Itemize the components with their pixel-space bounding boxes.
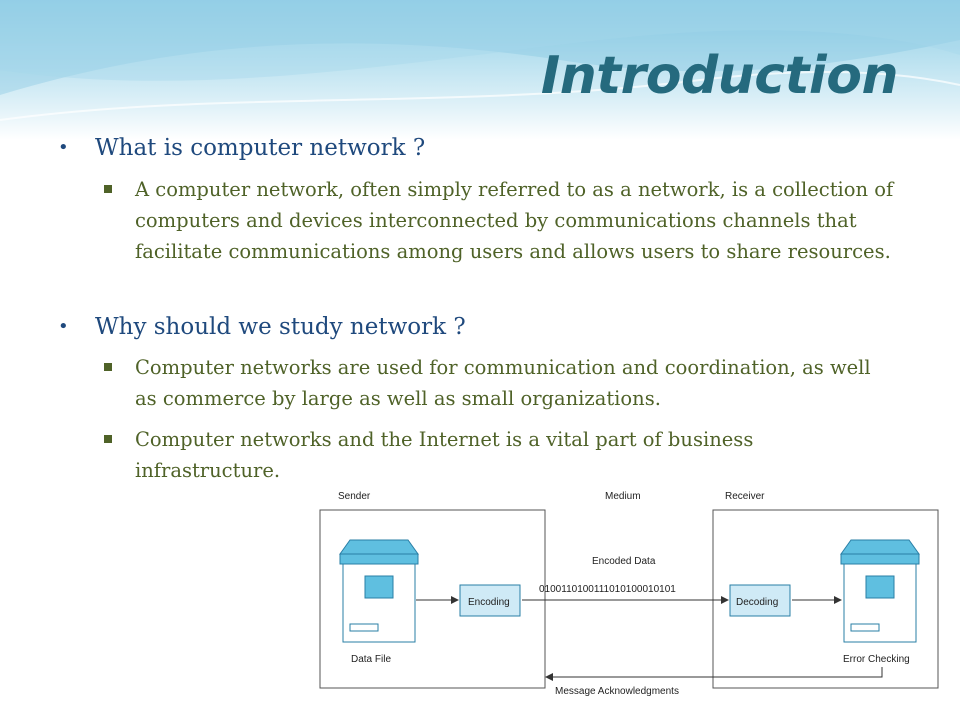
square-bullet-icon: [104, 185, 112, 193]
sub-bullet-infrastructure: Computer networks and the Internet is a …: [104, 424, 895, 486]
decoding-label: Decoding: [736, 597, 778, 608]
sender-label: Sender: [338, 491, 371, 502]
header-band: [0, 0, 960, 140]
bit-string: 01001101001110101000101​01: [539, 584, 676, 595]
bullet-what-is-network: • What is computer network ?: [58, 133, 426, 163]
receiver-computer-icon: [840, 539, 920, 643]
data-file-label: Data File: [351, 654, 391, 665]
square-bullet-icon: [104, 363, 112, 371]
bullet-dot: •: [58, 137, 69, 158]
sub-bullet-definition: A computer network, often simply referre…: [104, 174, 895, 267]
square-bullet-icon: [104, 435, 112, 443]
header-wave-decoration: [0, 0, 960, 121]
sender-computer-icon: [339, 539, 419, 643]
receiver-box: [712, 509, 939, 689]
sub-bullet-text: A computer network, often simply referre…: [135, 178, 894, 263]
encoding-box: [459, 584, 521, 617]
sender-box: [319, 509, 546, 689]
sub-bullet-text: Computer networks are used for communica…: [135, 356, 871, 410]
sub-bullet-text: Computer networks and the Internet is a …: [135, 428, 754, 482]
encoded-data-label: Encoded Data: [592, 556, 656, 567]
bullet-why-study: • Why should we study network ?: [58, 312, 466, 342]
encoding-label: Encoding: [468, 597, 510, 608]
decoding-box: [729, 584, 791, 617]
bullet-heading: What is computer network ?: [95, 135, 426, 161]
sub-bullet-communication: Computer networks are used for communica…: [104, 352, 895, 414]
bullet-heading: Why should we study network ?: [95, 314, 466, 340]
communication-diagram: Sender Medium Receiver Data File Encodin…: [319, 491, 939, 697]
bullet-dot: •: [58, 316, 69, 337]
ack-label: Message Acknowledgments: [555, 686, 679, 697]
slide-title: Introduction: [540, 46, 899, 106]
error-checking-label: Error Checking: [843, 654, 910, 665]
receiver-label: Receiver: [725, 491, 765, 502]
medium-label: Medium: [605, 491, 641, 502]
